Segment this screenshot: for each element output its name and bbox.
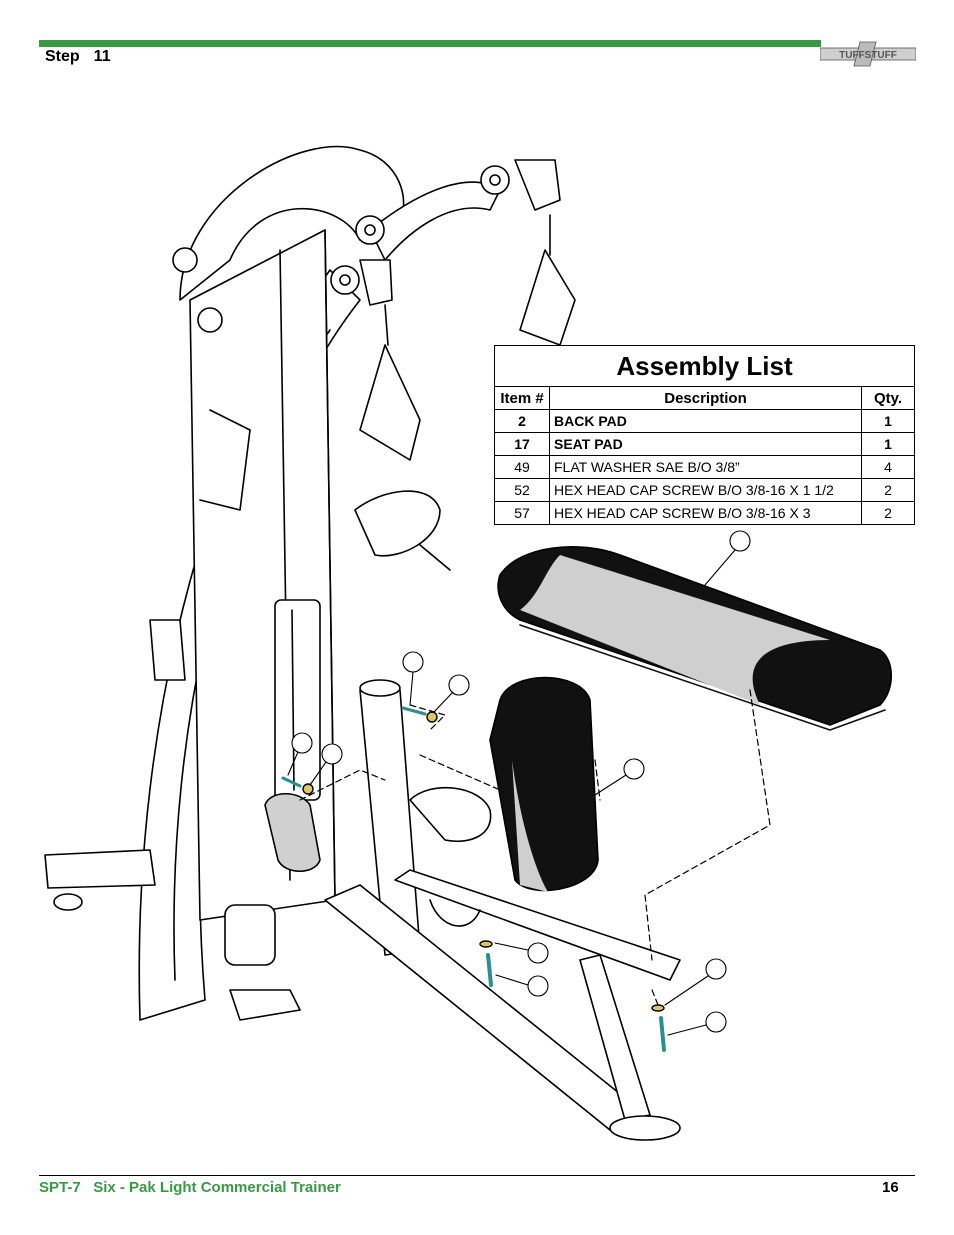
- assembly-list-table: Assembly List Item # Description Qty. 2 …: [494, 345, 915, 525]
- row-description: HEX HEAD CAP SCREW B/O 3/8-16 X 1 1/2: [549, 478, 862, 502]
- header-accent-bar: [39, 40, 821, 47]
- row-description: SEAT PAD: [549, 432, 862, 456]
- page-number: 16: [882, 1179, 899, 1196]
- assembly-list-title: Assembly List: [494, 345, 915, 387]
- row-item: 52: [494, 478, 550, 502]
- column-header-qty: Qty.: [861, 386, 915, 410]
- column-header-description: Description: [549, 386, 862, 410]
- row-qty: 1: [861, 432, 915, 456]
- row-qty: 2: [861, 478, 915, 502]
- table-row: 2 BACK PAD 1: [494, 409, 915, 433]
- row-qty: 4: [861, 455, 915, 479]
- table-row: 17 SEAT PAD 1: [494, 432, 915, 456]
- row-item: 57: [494, 501, 550, 525]
- footer-product-name: Six - Pak Light Commercial Trainer: [93, 1179, 341, 1196]
- row-description: HEX HEAD CAP SCREW B/O 3/8-16 X 3: [549, 501, 862, 525]
- footer-product: SPT-7 Six - Pak Light Commercial Trainer: [39, 1179, 341, 1196]
- brand-logo: TUFFSTUFF: [820, 41, 916, 67]
- row-qty: 2: [861, 501, 915, 525]
- row-item: 49: [494, 455, 550, 479]
- table-row: 52 HEX HEAD CAP SCREW B/O 3/8-16 X 1 1/2…: [494, 478, 915, 502]
- row-description: FLAT WASHER SAE B/O 3/8”: [549, 455, 862, 479]
- table-row: 49 FLAT WASHER SAE B/O 3/8” 4: [494, 455, 915, 479]
- step-heading: Step 11: [45, 48, 125, 66]
- row-description: BACK PAD: [549, 409, 862, 433]
- row-item: 17: [494, 432, 550, 456]
- table-row: 57 HEX HEAD CAP SCREW B/O 3/8-16 X 3 2: [494, 501, 915, 525]
- footer-model: SPT-7: [39, 1179, 81, 1196]
- svg-text:TUFFSTUFF: TUFFSTUFF: [839, 50, 897, 61]
- row-item: 2: [494, 409, 550, 433]
- row-qty: 1: [861, 409, 915, 433]
- column-header-item: Item #: [494, 386, 550, 410]
- step-label: Step: [45, 48, 80, 65]
- footer-divider: [39, 1175, 915, 1176]
- step-number: 11: [93, 48, 111, 65]
